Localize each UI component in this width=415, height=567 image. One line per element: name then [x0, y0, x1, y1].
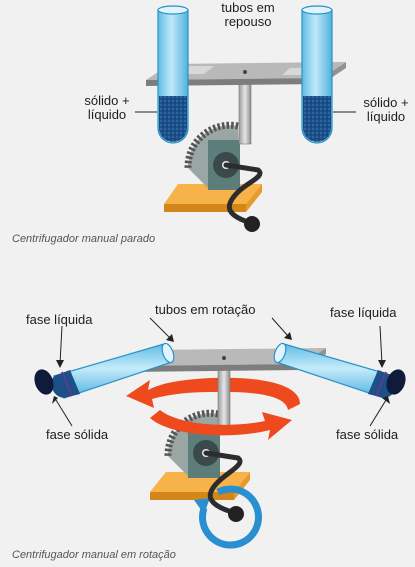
label-liquid-phase-right: fase líquida: [330, 305, 397, 320]
rotation-arrow-front: [150, 410, 292, 440]
caption-at-rest: Centrifugador manual parado: [12, 233, 156, 245]
label-solid-liquid-left: sólido + líquido: [74, 94, 140, 122]
label-tubes-at-rest: tubos em repouso: [208, 1, 288, 29]
label-arrows: [52, 317, 390, 427]
crank-arrow-head: [194, 498, 210, 514]
rotation-arrow-back: [126, 377, 300, 410]
label-line: líquido: [87, 107, 127, 122]
label-solid-liquid-right: sólido + líquido: [353, 96, 415, 124]
left-tube-rotating: [34, 342, 175, 399]
label-line: tubos em: [221, 0, 275, 15]
crank-handle: [223, 162, 263, 225]
right-tube-at-rest: [301, 5, 333, 144]
crank-rotation-arrow: [199, 485, 262, 549]
rotor-bar: [146, 62, 346, 86]
crank-handle: [203, 450, 243, 515]
label-tubes-rotating: tubos em rotação: [155, 302, 256, 317]
shaft: [238, 83, 252, 145]
label-line: líquido: [366, 109, 406, 124]
crank-knob: [244, 216, 260, 232]
label-line: repouso: [224, 14, 272, 29]
centrifuge-rotating: [34, 317, 406, 549]
shaft: [217, 361, 231, 433]
centrifuge-at-rest: [135, 5, 356, 232]
crank-knob: [228, 506, 244, 522]
gear: [184, 121, 240, 190]
label-solid-phase-right: fase sólida: [336, 427, 399, 442]
left-tube-at-rest: [157, 5, 189, 144]
label-solid-phase-left: fase sólida: [46, 427, 109, 442]
right-tube-rotating: [273, 342, 406, 399]
label-line: sólido +: [84, 93, 130, 108]
caption-rotating: Centrifugador manual em rotação: [12, 549, 176, 561]
label-liquid-phase-left: fase líquida: [26, 312, 93, 327]
label-line: sólido +: [363, 95, 409, 110]
